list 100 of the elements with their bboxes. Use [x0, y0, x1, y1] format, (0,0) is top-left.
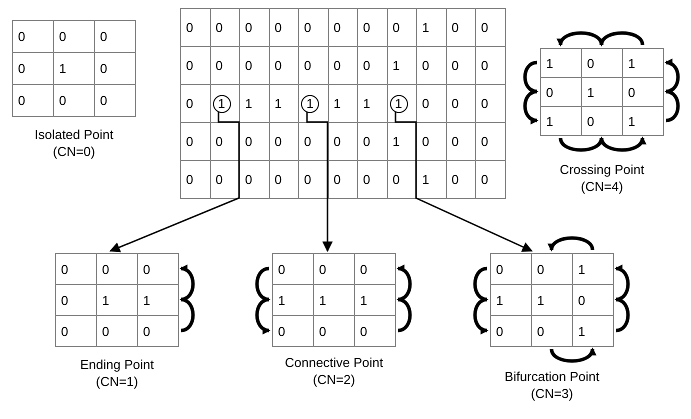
grid-cell: 0	[358, 122, 387, 160]
grid-cell: 0	[180, 46, 210, 84]
grid-cell: 1	[622, 48, 664, 78]
grid-cell: 0	[622, 78, 664, 106]
circled-digit: 1	[301, 94, 319, 112]
caption-text: (CN=0)	[52, 143, 96, 160]
grid-cell: 0	[540, 78, 582, 106]
caption-text: (CN=1)	[96, 373, 138, 390]
grid-cell: 1	[572, 254, 614, 284]
caption-text: (CN=2)	[312, 371, 356, 388]
grid-cell: 0	[416, 84, 446, 122]
grid-cell: 0	[272, 254, 314, 284]
grid-cell: 0	[180, 160, 210, 198]
caption-text: Ending Point	[80, 356, 154, 373]
grid-cell: 1	[96, 284, 138, 316]
grid-cell: 1	[582, 78, 622, 106]
grid-cell: 0	[94, 52, 136, 84]
grid-cell: 0	[358, 8, 387, 46]
grid-cell: 0	[54, 20, 94, 52]
grid-cell: 0	[138, 254, 178, 284]
caption-text: Connective Point	[284, 354, 384, 371]
grid-cell: 1	[622, 106, 664, 136]
grid-cell: 0	[582, 106, 622, 136]
grid-cell: 0	[490, 316, 532, 346]
grid-cell: 0	[328, 8, 358, 46]
grid-cell: 0	[354, 316, 396, 346]
grid-cell: 0	[180, 122, 210, 160]
grid-cell: 1	[54, 52, 94, 84]
grid-cell: 0	[358, 46, 387, 84]
grid-cell: 0	[298, 122, 328, 160]
grid-cell: 0	[269, 160, 298, 198]
grid-cell: 0	[138, 316, 178, 346]
grid-cell: 0	[56, 254, 96, 284]
grid-cell: 0	[354, 254, 396, 284]
grid-cell: 0	[446, 84, 476, 122]
grid-cell: 1	[572, 316, 614, 346]
grid-cell: 1	[269, 84, 298, 122]
grid-cell: 0	[490, 254, 532, 284]
grid-cell: 0	[476, 84, 505, 122]
grid-cell: 0	[94, 84, 136, 116]
grid-cell: 1	[416, 8, 446, 46]
grid-cell: 0	[269, 46, 298, 84]
grid-cell: 0	[572, 284, 614, 316]
grid-cell: 0	[298, 8, 328, 46]
grid-cell: 0	[314, 316, 354, 346]
grid-cell: 0	[476, 160, 505, 198]
grid-cell: 0	[269, 122, 298, 160]
grid-cell: 0	[12, 52, 54, 84]
grid-cell: 1	[490, 284, 532, 316]
grid-cell: 0	[94, 20, 136, 52]
grid-cell: 1	[138, 284, 178, 316]
circled-digit: 1	[390, 94, 408, 112]
grid-cell: 1	[416, 160, 446, 198]
grid-cell: 0	[416, 46, 446, 84]
grid-cell: 0	[476, 46, 505, 84]
grid-cell: 0	[298, 46, 328, 84]
grid-cell: 0	[240, 122, 269, 160]
grid-cell: 0	[180, 84, 210, 122]
grid-cell: 1	[328, 84, 358, 122]
grid-cell: 0	[298, 160, 328, 198]
grid-cell: 0	[532, 254, 572, 284]
grid-cell: 1	[532, 284, 572, 316]
grid-cell: 0	[314, 254, 354, 284]
grid-cell: 0	[446, 122, 476, 160]
grid-cell: 0	[240, 46, 269, 84]
grid-cell: 0	[416, 122, 446, 160]
grid-cell: 1	[358, 84, 387, 122]
grid-cell: 0	[56, 316, 96, 346]
grid-cell: 0	[272, 316, 314, 346]
grid-cell: 0	[240, 160, 269, 198]
grid-cell: 0	[180, 8, 210, 46]
grid-cell: 0	[582, 48, 622, 78]
caption-text: (CN=4)	[580, 178, 624, 195]
grid-cell: 0	[240, 8, 269, 46]
caption-text: Bifurcation Point	[504, 368, 600, 385]
grid-cell: 0	[328, 160, 358, 198]
grid-cell: 1	[387, 46, 416, 84]
grid-cell: 0	[476, 8, 505, 46]
caption-text: Crossing Point	[560, 161, 644, 178]
grid-cell: 0	[269, 8, 298, 46]
grid-cell: 0	[446, 8, 476, 46]
grid-cell: 0	[96, 316, 138, 346]
grid-cell: 0	[328, 122, 358, 160]
grid-cell: 0	[387, 8, 416, 46]
grid-cell: 1	[272, 284, 314, 316]
grid-cell: 0	[210, 8, 240, 46]
grid-cell: 0	[12, 20, 54, 52]
grid-cell: 1	[540, 106, 582, 136]
grid-cell: 0	[56, 284, 96, 316]
grid-cell: 0	[54, 84, 94, 116]
grid-cell: 0	[12, 84, 54, 116]
grid-cell: 0	[328, 46, 358, 84]
grid-cell: 0	[446, 46, 476, 84]
grid-cell: 1	[354, 284, 396, 316]
grid-cell: 0	[446, 160, 476, 198]
circled-digit: 1	[212, 94, 230, 112]
grid-cell: 0	[532, 316, 572, 346]
grid-cell: 0	[96, 254, 138, 284]
grid-cell: 0	[210, 46, 240, 84]
arrow	[109, 112, 240, 252]
